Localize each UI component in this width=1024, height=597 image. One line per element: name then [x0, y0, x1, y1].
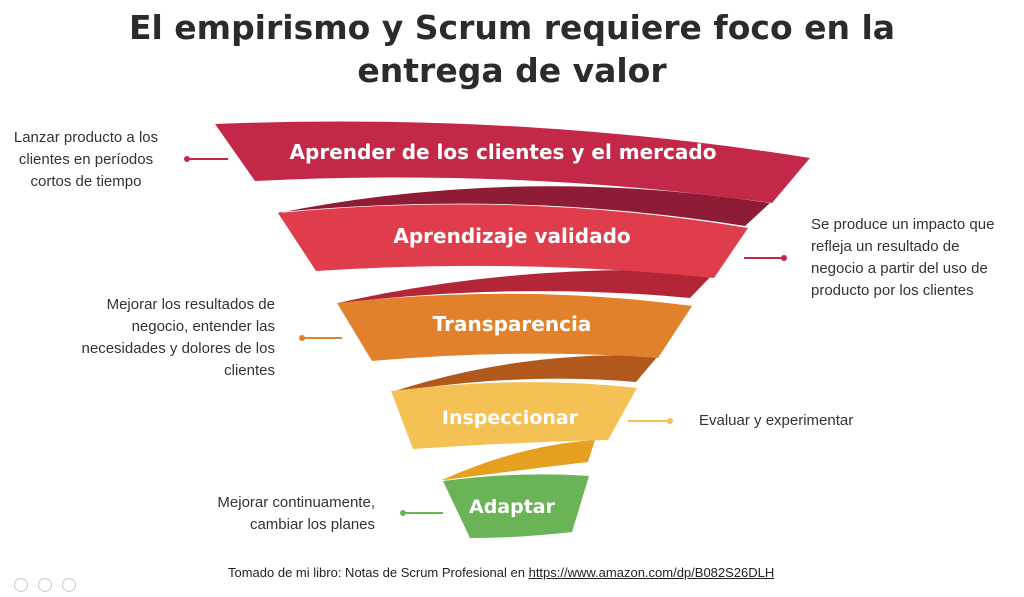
funnel-fold-4 — [442, 440, 595, 480]
nav-dot[interactable] — [14, 578, 28, 592]
slide-nav-dots — [14, 578, 86, 597]
band-label-3: Transparencia — [433, 312, 592, 336]
note-line: cambiar los planes — [249, 516, 375, 533]
note-line: negocio, entender las — [131, 318, 275, 335]
note-mejorar-resultados: Mejorar los resultados de negocio, enten… — [56, 294, 275, 382]
nav-dot[interactable] — [62, 578, 76, 592]
page-title: El empirismo y Scrum requiere foco en la… — [40, 6, 984, 92]
note-line: clientes en períodos — [18, 151, 154, 168]
title-line-2: entrega de valor — [357, 51, 667, 90]
funnel-band-3 — [337, 293, 692, 361]
band-label-4: Inspeccionar — [442, 407, 579, 429]
connector-evaluar — [628, 418, 673, 424]
footer-text: Tomado de mi libro: Notas de Scrum Profe… — [228, 565, 529, 580]
nav-dot[interactable] — [38, 578, 52, 592]
band-label-2: Aprendizaje validado — [393, 224, 630, 248]
footer-credit: Tomado de mi libro: Notas de Scrum Profe… — [228, 565, 774, 580]
connector-dot — [781, 255, 787, 261]
connector-lanzar — [184, 156, 228, 162]
note-line: negocio a partir del uso de — [811, 260, 988, 277]
note-mejorar-continuamente: Mejorar continuamente, cambiar los plane… — [180, 492, 375, 536]
connector-mejorar-resultados — [299, 335, 342, 341]
funnel-band-5 — [443, 474, 589, 538]
funnel-fold-2 — [338, 270, 715, 303]
note-line: producto por los clientes — [811, 282, 974, 299]
funnel-band-4 — [391, 382, 637, 449]
note-line: Mejorar continuamente, — [217, 494, 375, 511]
note-evaluar: Evaluar y experimentar — [699, 410, 899, 432]
note-line: necesidades y dolores de los — [81, 340, 275, 357]
funnel-band-1 — [215, 121, 810, 203]
title-line-1: El empirismo y Scrum requiere foco en la — [128, 8, 896, 47]
funnel-band-2 — [278, 204, 748, 278]
funnel-fold-1 — [278, 186, 770, 226]
connector-dot — [299, 335, 305, 341]
footer-link[interactable]: https://www.amazon.com/dp/B082S26DLH — [528, 565, 775, 580]
note-line: cortos de tiempo — [30, 173, 142, 190]
note-line: refleja un resultado de — [811, 238, 960, 255]
connector-dot — [184, 156, 190, 162]
note-impacto: Se produce un impacto que refleja un res… — [811, 214, 1021, 302]
note-lanzar-producto: Lanzar producto a los clientes en períod… — [6, 127, 166, 193]
note-line: clientes — [224, 362, 275, 379]
connector-dot — [400, 510, 406, 516]
connector-impacto — [744, 255, 787, 261]
note-line: Evaluar y experimentar — [699, 412, 854, 429]
note-line: Se produce un impacto que — [811, 216, 995, 233]
band-label-5: Adaptar — [469, 496, 556, 518]
funnel-fold-3 — [392, 355, 658, 392]
connector-dot — [667, 418, 673, 424]
band-label-1: Aprender de los clientes y el mercado — [290, 140, 717, 164]
connector-mejorar-continuamente — [400, 510, 443, 516]
note-line: Mejorar los resultados de — [106, 296, 275, 313]
note-line: Lanzar producto a los — [13, 129, 159, 146]
